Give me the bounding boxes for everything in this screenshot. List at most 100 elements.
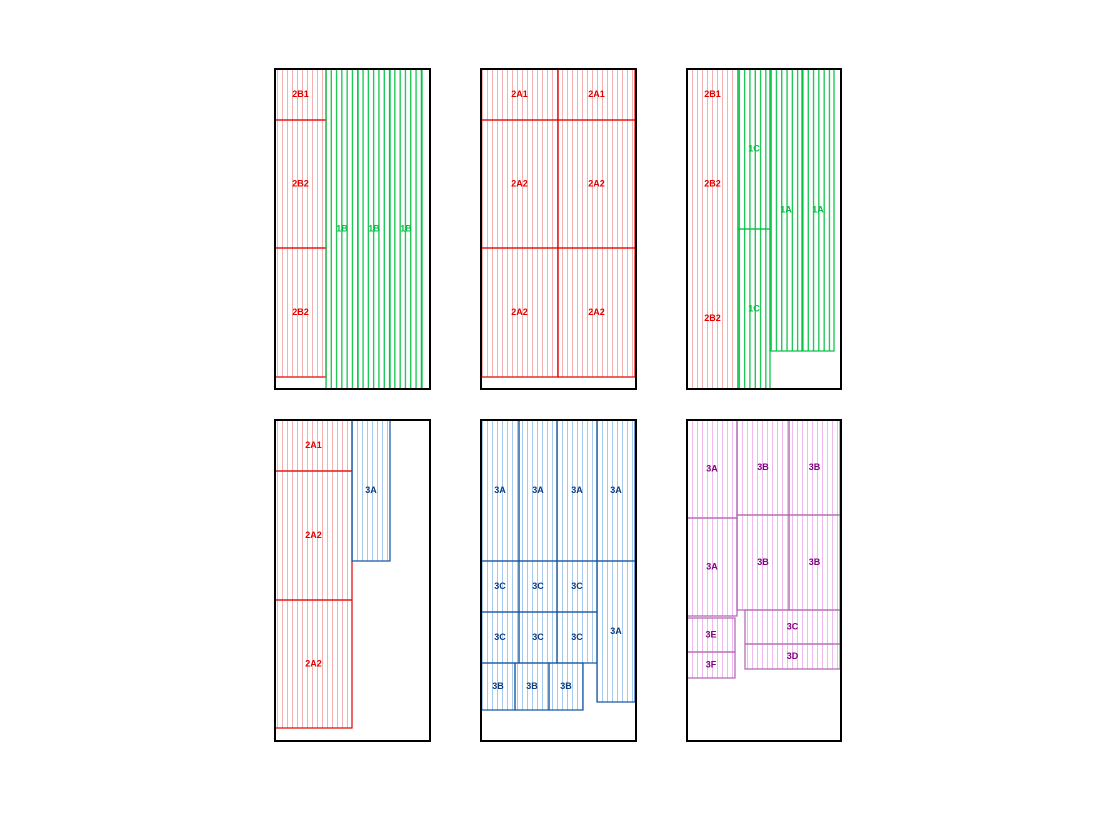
- block-3a: 3A: [596, 560, 636, 703]
- block-2b2: 2B2: [687, 120, 738, 248]
- block-2a2: 2A2: [480, 119, 559, 249]
- block-2b2: 2B2: [687, 248, 738, 389]
- block-rect: [274, 599, 353, 729]
- block-3c: 3C: [480, 560, 520, 613]
- block-label: 2A2: [588, 307, 605, 317]
- block-label: 3B: [757, 557, 769, 567]
- block-label: 3D: [787, 651, 799, 661]
- block-label: 2A2: [588, 178, 605, 188]
- block-label: 3C: [494, 581, 506, 591]
- block-3b: 3B: [788, 419, 841, 516]
- block-rect: [596, 419, 636, 562]
- block-rect: [274, 470, 353, 601]
- block-label: 3C: [571, 581, 583, 591]
- block-3c: 3C: [556, 611, 598, 664]
- block-3b: 3B: [480, 662, 516, 711]
- block-2a2: 2A2: [274, 470, 353, 601]
- block-label: 2B1: [704, 89, 721, 99]
- block-rect: [274, 119, 327, 249]
- block-1b: 1B: [325, 68, 359, 390]
- block-1a: 1A: [769, 68, 803, 352]
- block-label: 3C: [787, 621, 799, 631]
- block-2a2: 2A2: [274, 599, 353, 729]
- block-3a: 3A: [686, 419, 738, 519]
- block-rect: [480, 247, 559, 378]
- block-rect: [557, 68, 636, 121]
- block-rect: [801, 68, 835, 352]
- block-label: 3A: [532, 485, 544, 495]
- block-rect: [769, 68, 803, 352]
- block-label: 2A2: [511, 307, 528, 317]
- block-3a: 3A: [518, 419, 558, 562]
- block-rect: [737, 228, 771, 390]
- block-label: 2A2: [305, 530, 322, 540]
- container-frame: [274, 419, 431, 742]
- block-label: 2A2: [511, 178, 528, 188]
- block-3c: 3C: [556, 560, 598, 613]
- container-frame: [686, 68, 842, 390]
- container-frame: [480, 419, 637, 742]
- block-1b: 1B: [357, 68, 391, 390]
- block-label: 3A: [571, 485, 583, 495]
- block-label: 2B2: [292, 307, 309, 317]
- block-label: 3B: [492, 681, 504, 691]
- block-label: 1A: [812, 204, 824, 214]
- block-1c: 1C: [737, 68, 771, 230]
- block-label: 2B2: [292, 178, 309, 188]
- block-3f: 3F: [686, 651, 736, 679]
- block-label: 3A: [610, 626, 622, 636]
- block-rect: [274, 68, 327, 121]
- block-label: 3B: [757, 462, 769, 472]
- block-label: 3B: [560, 681, 572, 691]
- block-label: 1C: [748, 143, 760, 153]
- block-3b: 3B: [736, 419, 790, 516]
- block-rect: [274, 419, 353, 472]
- container-frame: [274, 68, 431, 390]
- block-rect: [548, 662, 584, 711]
- block-rect: [736, 514, 790, 611]
- block-label: 3A: [494, 485, 506, 495]
- block-2a2: 2A2: [480, 247, 559, 378]
- block-label: 2A1: [305, 440, 322, 450]
- block-label: 3F: [706, 659, 717, 669]
- block-label: 3A: [706, 561, 718, 571]
- block-label: 3A: [610, 485, 622, 495]
- block-3a: 3A: [596, 419, 636, 562]
- block-3a: 3A: [351, 419, 391, 562]
- block-3b: 3B: [514, 662, 550, 711]
- block-2a1: 2A1: [274, 419, 353, 472]
- block-rect: [687, 69, 738, 120]
- block-label: 3E: [705, 629, 716, 639]
- block-2b2: 2B2: [274, 247, 327, 378]
- block-label: 1A: [780, 204, 792, 214]
- block-3d: 3D: [744, 643, 841, 670]
- block-rect: [788, 514, 841, 611]
- block-1b: 1B: [389, 68, 423, 390]
- block-label: 2A1: [588, 89, 605, 99]
- block-rect: [480, 662, 516, 711]
- block-label: 3C: [532, 632, 544, 642]
- block-3b: 3B: [548, 662, 584, 711]
- block-rect: [480, 119, 559, 249]
- block-2b1: 2B1: [274, 68, 327, 121]
- block-rect: [686, 419, 738, 519]
- block-label: 2A1: [511, 89, 528, 99]
- block-rect: [518, 611, 558, 664]
- block-label: 3C: [532, 581, 544, 591]
- block-label: 3B: [526, 681, 538, 691]
- block-1c: 1C: [737, 228, 771, 390]
- block-label: 1C: [748, 303, 760, 313]
- block-rect: [389, 68, 423, 390]
- block-3a: 3A: [686, 517, 738, 617]
- block-label: 1B: [400, 223, 412, 233]
- block-rect: [737, 68, 771, 230]
- block-rect: [557, 247, 636, 378]
- block-label: 2B1: [292, 89, 309, 99]
- block-2a2: 2A2: [557, 119, 636, 249]
- block-rect: [687, 248, 738, 389]
- block-3c: 3C: [744, 609, 841, 645]
